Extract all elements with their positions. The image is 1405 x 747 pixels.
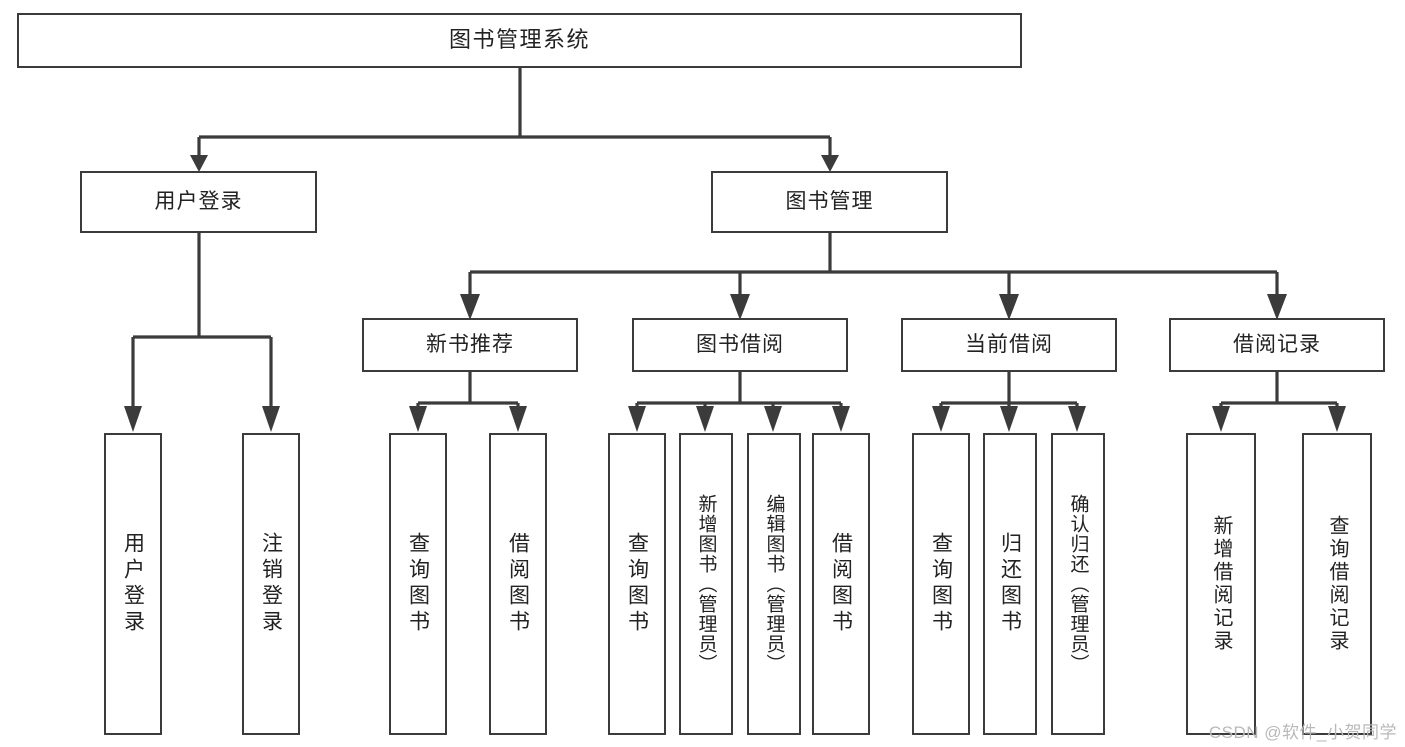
arrowhead-leaf-query-book-1 (409, 406, 427, 432)
arrowhead-leaf-borrow-book-1 (509, 406, 527, 432)
node-label: 查询图书 (406, 532, 430, 636)
leaf-confirm-return-admin[interactable]: 确认归还（管理员） (1051, 433, 1105, 735)
node-label: 用户登录 (121, 532, 145, 636)
leaf-query-borrow-record[interactable]: 查询借阅记录 (1302, 433, 1372, 735)
node-label: 借阅记录 (1233, 333, 1321, 357)
leaf-edit-book-admin[interactable]: 编辑图书（管理员） (747, 433, 801, 735)
node-label: 图书管理系统 (448, 27, 590, 53)
arrowhead-borrow-record (1267, 294, 1287, 320)
leaf-return-book[interactable]: 归还图书 (983, 433, 1037, 735)
leaf-add-borrow-record[interactable]: 新增借阅记录 (1186, 433, 1256, 735)
arrowhead-leaf-query-record (1328, 406, 1346, 432)
node-borrow-record[interactable]: 借阅记录 (1169, 318, 1385, 372)
node-label: 查询借阅记录 (1326, 515, 1348, 653)
node-book-borrow[interactable]: 图书借阅 (632, 318, 848, 372)
node-label: 查询图书 (929, 532, 953, 636)
node-label: 注销登录 (259, 532, 283, 636)
node-label: 新增图书（管理员） (695, 494, 717, 674)
leaf-query-book-current[interactable]: 查询图书 (912, 433, 970, 735)
arrowhead-user-login (190, 155, 208, 172)
arrowhead-leaf-return-book (1000, 406, 1018, 432)
arrowhead-book-manage (821, 155, 839, 172)
leaf-borrow-book-borrow[interactable]: 借阅图书 (812, 433, 870, 735)
arrowhead-leaf-add-record (1212, 406, 1230, 432)
arrowhead-current-borrow (999, 294, 1019, 320)
node-label: 用户登录 (154, 190, 243, 214)
arrowhead-leaf-edit-book (764, 406, 782, 432)
leaf-query-book-borrow[interactable]: 查询图书 (608, 433, 666, 735)
node-label: 编辑图书（管理员） (763, 494, 785, 674)
arrowhead-leaf-user-login (124, 406, 142, 432)
node-user-login[interactable]: 用户登录 (80, 171, 317, 233)
leaf-borrow-book-newbook[interactable]: 借阅图书 (489, 433, 547, 735)
arrowhead-leaf-query-book-2 (628, 406, 646, 432)
leaf-user-login[interactable]: 用户登录 (104, 433, 162, 735)
node-label: 确认归还（管理员） (1067, 494, 1089, 674)
arrowhead-leaf-borrow-book-2 (832, 406, 850, 432)
node-label: 查询图书 (625, 532, 649, 636)
node-label: 图书借阅 (696, 333, 784, 357)
node-label: 图书管理 (785, 190, 874, 214)
arrowhead-book-borrow (730, 294, 750, 320)
leaf-logout[interactable]: 注销登录 (242, 433, 300, 735)
arrowhead-leaf-query-book-3 (932, 406, 950, 432)
arrowhead-leaf-logout (262, 406, 280, 432)
node-current-borrow[interactable]: 当前借阅 (901, 318, 1117, 372)
arrowhead-new-book (460, 294, 480, 320)
node-label: 新书推荐 (426, 333, 514, 357)
arrowhead-leaf-add-book (696, 406, 714, 432)
leaf-query-book-newbook[interactable]: 查询图书 (389, 433, 447, 735)
node-label: 借阅图书 (506, 532, 530, 636)
watermark: CSDN @软件_小贺同学 (1208, 723, 1397, 742)
node-label: 新增借阅记录 (1210, 515, 1232, 653)
node-label: 归还图书 (998, 532, 1022, 636)
node-root-book-management-system[interactable]: 图书管理系统 (17, 13, 1022, 68)
node-new-book-recommend[interactable]: 新书推荐 (362, 318, 578, 372)
node-label: 当前借阅 (965, 333, 1053, 357)
node-book-management[interactable]: 图书管理 (711, 171, 948, 233)
node-label: 借阅图书 (829, 532, 853, 636)
leaf-add-book-admin[interactable]: 新增图书（管理员） (679, 433, 733, 735)
arrowhead-leaf-confirm-return (1068, 406, 1086, 432)
